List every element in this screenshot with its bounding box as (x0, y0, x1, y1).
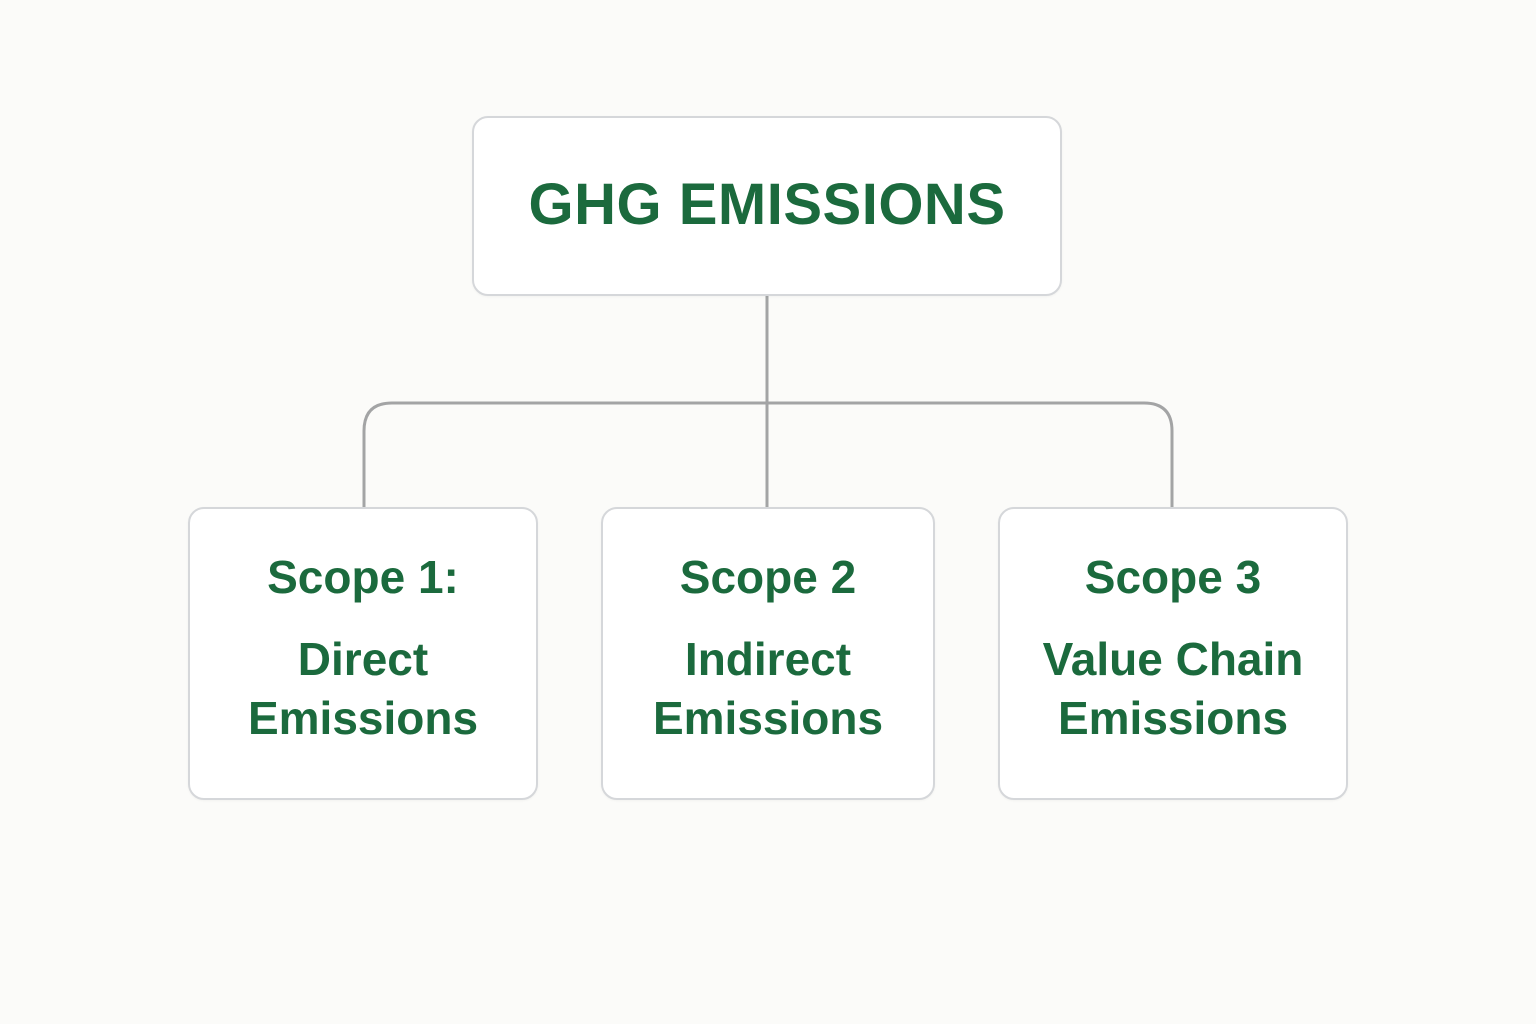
scope-1-node: Scope 1: Direct Emissions (188, 507, 538, 800)
scope-2-description-line-1: Indirect (684, 633, 852, 686)
scope-2-title: Scope 2 (679, 551, 857, 604)
root-node-ghg-emissions: GHG EMISSIONS (472, 116, 1062, 296)
scope-2-description-line-2: Emissions (652, 691, 884, 744)
horizontal-branch-connector (362, 401, 1174, 509)
scope-3-description-line-1: Value Chain (1042, 633, 1304, 686)
scope-1-description-line-2: Emissions (247, 691, 479, 744)
scope-2-node: Scope 2 Indirect Emissions (601, 507, 935, 800)
scope-3-node: Scope 3 Value Chain Emissions (998, 507, 1348, 800)
scope-1-description-line-1: Direct (297, 633, 429, 686)
scope-1-title: Scope 1: (267, 551, 459, 604)
scope-3-description-line-2: Emissions (1057, 691, 1289, 744)
root-node-label: GHG EMISSIONS (528, 172, 1006, 237)
scope-3-title: Scope 3 (1084, 551, 1262, 604)
